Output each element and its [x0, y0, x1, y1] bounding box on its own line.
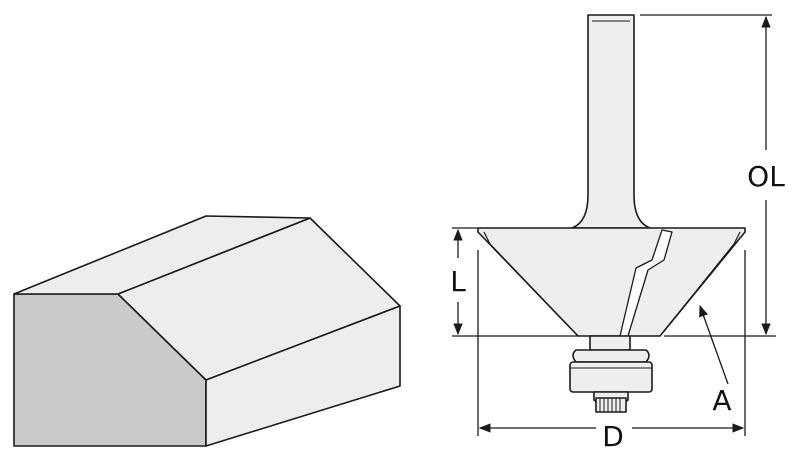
bearing	[569, 361, 653, 393]
a-leader-line	[699, 304, 729, 385]
cutter-bevel-right	[659, 231, 741, 337]
bearing-spacer	[572, 349, 650, 363]
ol-label: OL	[747, 160, 785, 193]
a-label: A	[712, 384, 731, 417]
l-label: L	[450, 265, 466, 298]
cutter-bevel-left	[483, 231, 579, 337]
bit-shank	[571, 14, 651, 229]
chamfered-workpiece	[13, 215, 401, 447]
workpiece-side-face	[205, 305, 401, 447]
screw-knurl	[599, 398, 621, 412]
workpiece-top-face	[13, 215, 311, 295]
d-label: D	[602, 420, 624, 453]
bearing-collar	[589, 335, 631, 351]
router-bit	[477, 14, 746, 413]
dimension-lines	[452, 14, 776, 436]
